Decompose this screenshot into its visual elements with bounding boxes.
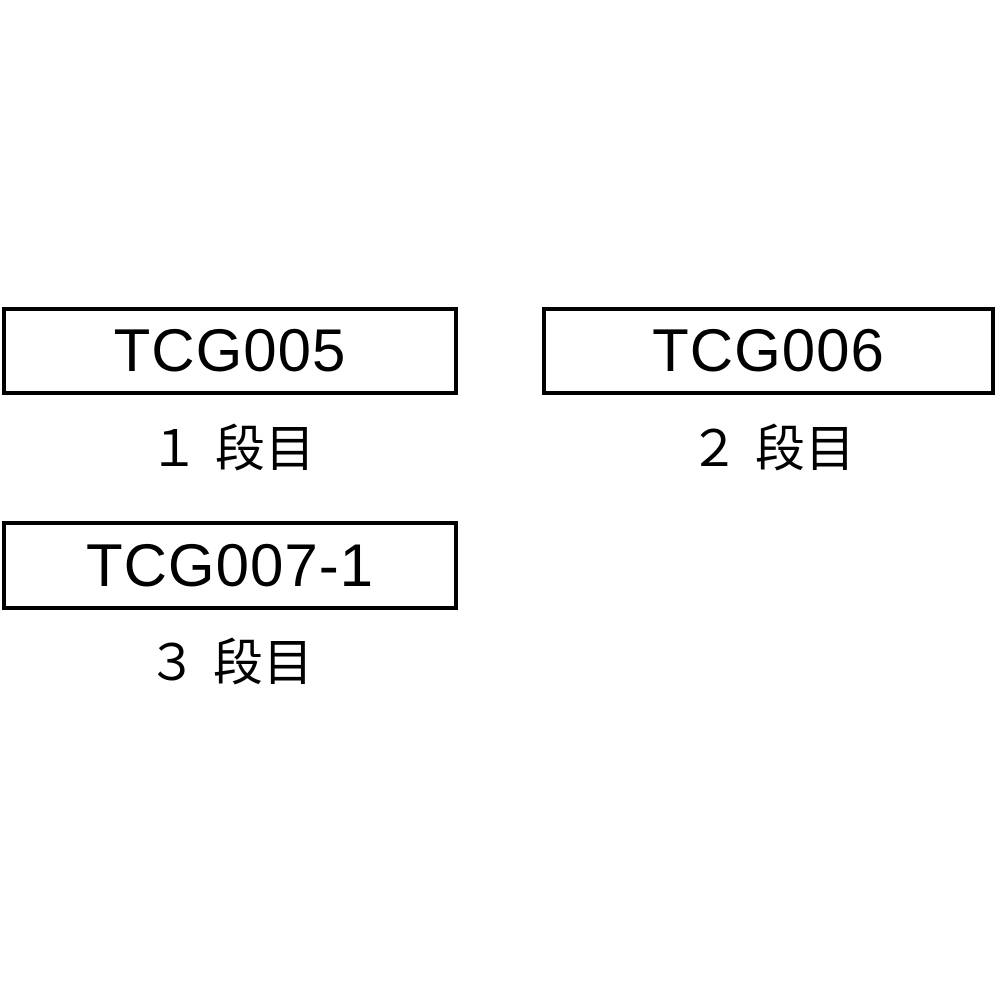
code-text-tier-3: TCG007-1 [85, 531, 375, 599]
code-box-tier-1: TCG005 [2, 307, 458, 395]
code-text-tier-1: TCG005 [113, 317, 347, 384]
code-box-tier-2: TCG006 [542, 307, 995, 395]
caption-tier-3: ３ 段目 [147, 634, 313, 692]
caption-tier-1: １ 段目 [149, 420, 315, 478]
caption-tier-2: ２ 段目 [689, 420, 855, 478]
code-text-tier-2: TCG006 [652, 317, 885, 384]
code-box-tier-3: TCG007-1 [2, 521, 458, 610]
